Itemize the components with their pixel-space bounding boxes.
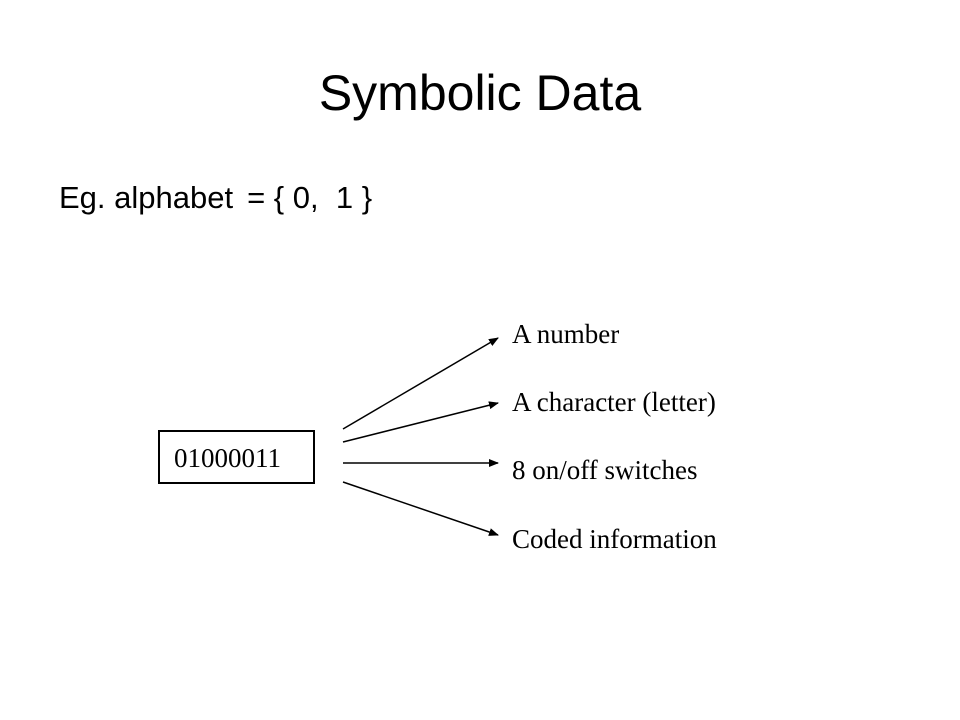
binary-code-box [158,430,315,484]
arrow-to-coded-information [342,481,499,536]
arrow-to-number [342,337,499,430]
binary-code: 01000011 [174,443,281,473]
slide-title: Symbolic Data [318,65,642,121]
alphabet-example: Eg. alphabet = { 0, 1 } [59,176,372,220]
interpretation-switches: 8 on/off switches [512,455,698,485]
alphabet-set: = { 0, 1 } [247,180,373,215]
interpretation-number: A number [512,319,620,349]
interpretation-character: A character (letter) [512,387,716,417]
alphabet-example-prefix: Eg. alphabet [59,180,234,215]
arrow-to-character [342,401,499,443]
interpretation-coded-information: Coded information [512,524,717,554]
